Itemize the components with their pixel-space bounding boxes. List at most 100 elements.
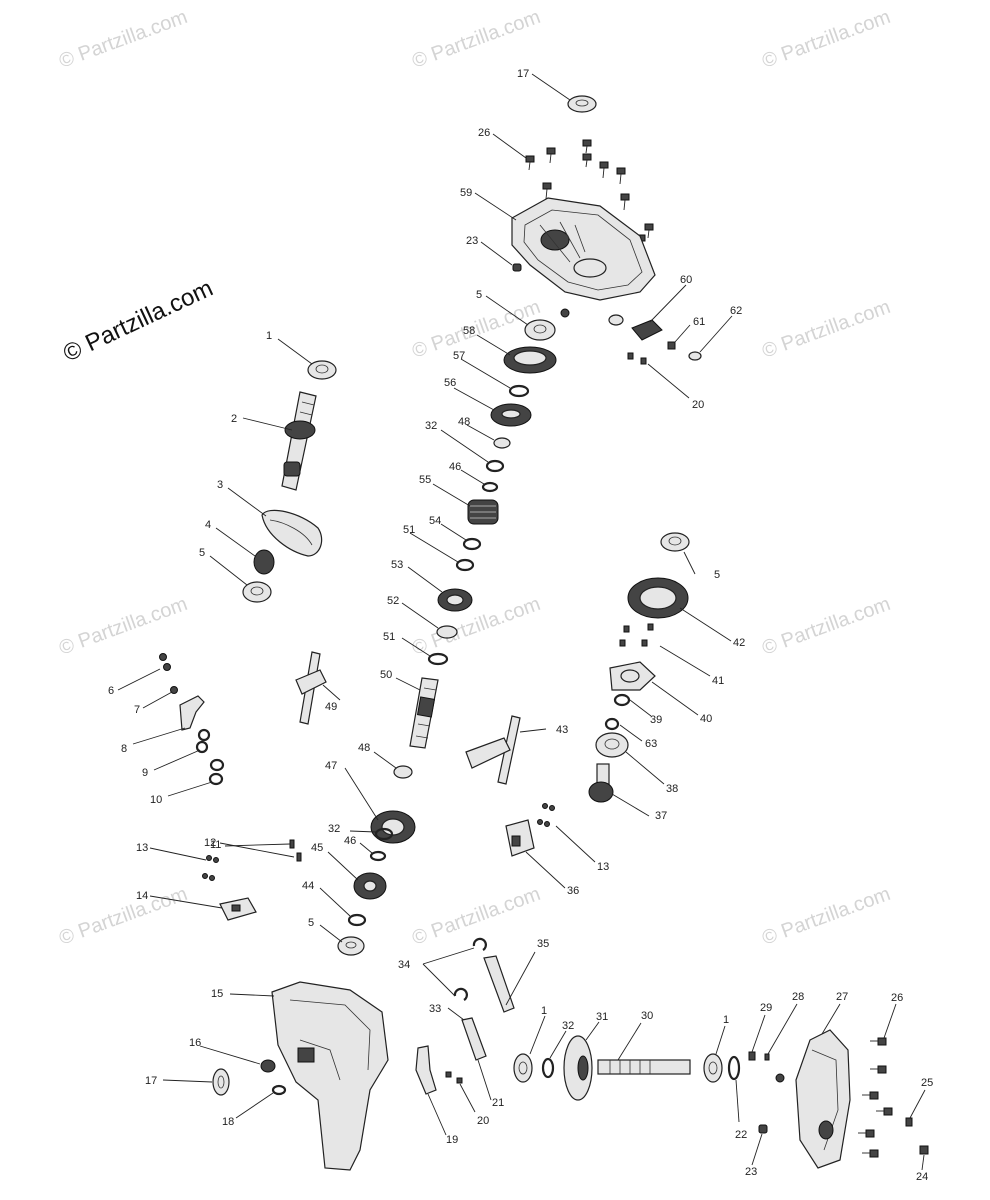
- callout: 35: [537, 938, 549, 950]
- callout: 37: [655, 810, 667, 822]
- callout: 13: [136, 842, 148, 854]
- callout: 52: [387, 595, 399, 607]
- callout: 45: [311, 842, 323, 854]
- callout: 39: [650, 714, 662, 726]
- part-15-case: [271, 981, 389, 1171]
- part-58-gear: [503, 346, 557, 374]
- callout: 26: [478, 127, 490, 139]
- part-54-ring: [462, 537, 482, 551]
- part-34-clips: [453, 937, 487, 1001]
- part-1-bearing-b: [513, 1053, 533, 1083]
- callout: 55: [419, 474, 431, 486]
- callout: 5: [476, 289, 482, 301]
- part-38-bearing: [595, 732, 629, 758]
- callout: 15: [211, 988, 223, 1000]
- callout: 48: [458, 416, 470, 428]
- part-45-gear: [353, 872, 387, 900]
- callout: 28: [792, 991, 804, 1003]
- callouts: 17 26 59 23 5 60 61 62 20 58 57 56 48 32…: [108, 68, 933, 1183]
- part-4-sprocket: [253, 549, 275, 575]
- callout: 51: [403, 524, 415, 536]
- part-39-63-rings: [604, 693, 631, 731]
- part-51-ring-b: [427, 652, 449, 666]
- callout: 56: [444, 377, 456, 389]
- callout: 44: [302, 880, 314, 892]
- callout: 48: [358, 742, 370, 754]
- callout: 1: [723, 1014, 729, 1026]
- part-5-bearing-d: [660, 532, 690, 552]
- callout: 25: [921, 1077, 933, 1089]
- callout: 43: [556, 724, 568, 736]
- part-23-plug-top: [512, 263, 522, 272]
- part-28-29-pins: [748, 1051, 785, 1083]
- part-1-bearing-c: [703, 1053, 723, 1083]
- part-32-washer-a: [485, 459, 505, 473]
- callout: 13: [597, 861, 609, 873]
- callout: 20: [692, 399, 704, 411]
- callout: 3: [217, 479, 223, 491]
- callout: 10: [150, 794, 162, 806]
- part-17-seal-bottom: [212, 1068, 230, 1096]
- callout: 58: [463, 325, 475, 337]
- part-19-fork: [415, 1045, 437, 1095]
- callout: 7: [134, 704, 140, 716]
- part-46-ring-a: [481, 481, 499, 493]
- callout: 17: [145, 1075, 157, 1087]
- part-48-bushing-a: [493, 437, 511, 449]
- callout: 60: [680, 274, 692, 286]
- part-37-gear-shaft: [588, 763, 614, 803]
- callout: 1: [541, 1005, 547, 1017]
- callout: 21: [492, 1097, 504, 1109]
- callout: 32: [425, 420, 437, 432]
- callout: 50: [380, 669, 392, 681]
- part-40-carrier: [609, 661, 656, 691]
- part-32-washer-b: [374, 827, 394, 841]
- callout: 46: [344, 835, 356, 847]
- callout: 14: [136, 890, 148, 902]
- part-16-plug: [260, 1059, 276, 1073]
- callout: 51: [383, 631, 395, 643]
- part-27-end-cover: [795, 1029, 851, 1169]
- callout: 18: [222, 1116, 234, 1128]
- callout: 9: [142, 767, 148, 779]
- part-51-ring-a: [455, 558, 475, 572]
- part-41-bolts: [619, 623, 654, 647]
- callout: 16: [189, 1037, 201, 1049]
- callout: 6: [108, 685, 114, 697]
- part-5-bearing-a: [524, 319, 556, 341]
- part-30-output-shaft: [597, 1059, 691, 1075]
- part-43-fork: [465, 715, 521, 785]
- callout: 63: [645, 738, 657, 750]
- part-50-shaft: [409, 677, 439, 749]
- part-32-washer-c: [541, 1057, 555, 1079]
- callout: 36: [567, 885, 579, 897]
- callout: 54: [429, 515, 441, 527]
- part-8-bracket: [179, 695, 205, 731]
- part-53-gear: [437, 588, 473, 612]
- callout: 41: [712, 675, 724, 687]
- part-22-seal: [727, 1055, 741, 1081]
- part-60-shift-parts: [560, 308, 702, 365]
- callout: 59: [460, 187, 472, 199]
- part-23-plug-bottom: [758, 1124, 768, 1134]
- part-3-chain: [261, 509, 323, 557]
- callout: 46: [449, 461, 461, 473]
- callout: 57: [453, 350, 465, 362]
- callout: 19: [446, 1134, 458, 1146]
- part-46-ring-b: [369, 850, 387, 862]
- callout: 61: [693, 316, 705, 328]
- leader-lines: [117, 73, 926, 1171]
- callout: 31: [596, 1011, 608, 1023]
- callout: 49: [325, 701, 337, 713]
- part-9-10-orings: [195, 728, 225, 786]
- callout: 47: [325, 760, 337, 772]
- callout: 5: [714, 569, 720, 581]
- callout: 23: [466, 235, 478, 247]
- part-56-gear: [490, 403, 532, 427]
- callout: 23: [745, 1166, 757, 1178]
- part-6-7-nuts: [159, 653, 178, 694]
- part-18-washer: [271, 1084, 287, 1096]
- bolts-26-bottom: [858, 1037, 929, 1158]
- part-44-washer: [347, 913, 367, 927]
